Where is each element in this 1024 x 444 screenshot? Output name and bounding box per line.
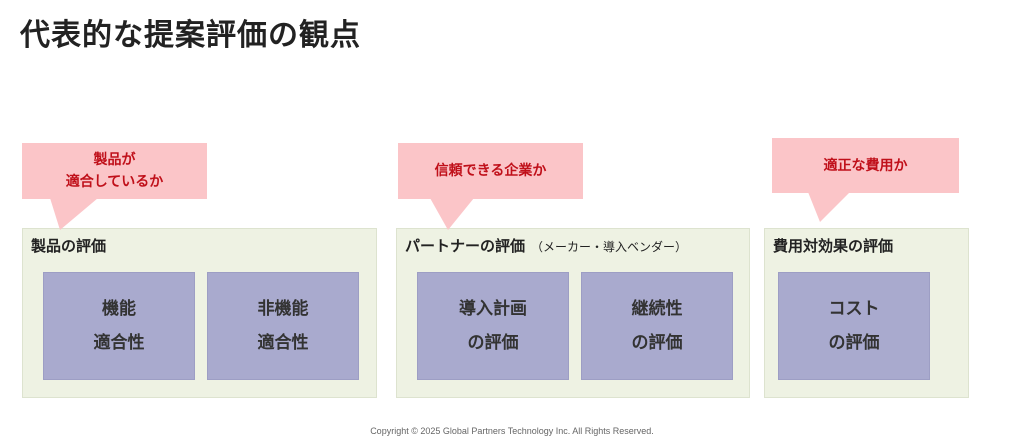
box-line: の評価 (828, 333, 880, 353)
callout-trustworthy: 信頼できる企業か (398, 143, 583, 199)
box-line: 適合性 (93, 333, 145, 353)
callout-product-fit: 製品が 適合しているか (22, 143, 207, 199)
continuity-box: 継続性 の評価 (581, 272, 733, 380)
group-title: 費用対効果の評価 (773, 237, 894, 255)
group-title-text: パートナーの評価 (405, 237, 526, 255)
box-line: コスト (828, 299, 880, 319)
group-title: パートナーの評価 （メーカー・導入ベンダー） (405, 235, 687, 256)
group-product-evaluation: 製品の評価 機能 適合性 非機能 適合性 (22, 228, 377, 398)
callout-line: 製品が (93, 152, 136, 168)
functional-fit-box: 機能 適合性 (43, 272, 195, 380)
group-title-note: （メーカー・導入ベンダー） (531, 240, 688, 254)
group-partner-evaluation: パートナーの評価 （メーカー・導入ベンダー） 導入計画 の評価 継続性 の評価 (396, 228, 750, 398)
callout-line: 信頼できる企業か (434, 163, 547, 179)
callout-line: 適正な費用か (823, 157, 908, 174)
box-line: 導入計画 (459, 299, 527, 319)
box-line: 適合性 (257, 333, 309, 353)
callout-line: 適合しているか (65, 174, 164, 190)
callout-pointer (808, 192, 850, 222)
box-line: の評価 (631, 333, 683, 353)
nonfunctional-fit-box: 非機能 適合性 (207, 272, 359, 380)
box-line: 継続性 (631, 299, 683, 319)
copyright-footer: Copyright © 2025 Global Partners Technol… (370, 426, 654, 436)
cost-box: コスト の評価 (778, 272, 930, 380)
box-line: 非機能 (257, 299, 309, 319)
callout-reasonable-cost: 適正な費用か (772, 138, 959, 193)
callout-pointer (430, 198, 474, 230)
callout-pointer (50, 198, 98, 230)
box-line: 機能 (102, 299, 136, 319)
box-line: の評価 (467, 333, 519, 353)
group-cost-effectiveness: 費用対効果の評価 コスト の評価 (764, 228, 969, 398)
implementation-plan-box: 導入計画 の評価 (417, 272, 569, 380)
group-title: 製品の評価 (31, 237, 107, 255)
page-title: 代表的な提案評価の観点 (20, 18, 361, 53)
